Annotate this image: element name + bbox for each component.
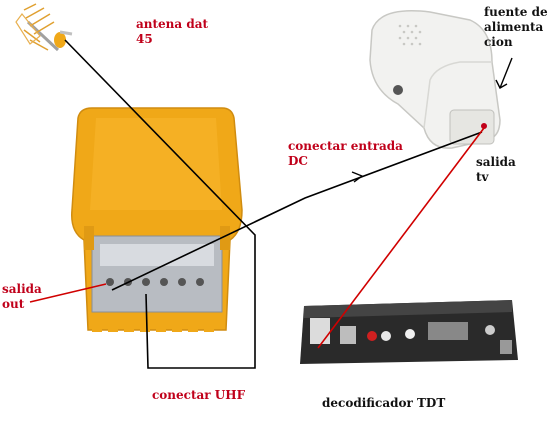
arrow-dc-input — [351, 171, 364, 183]
label-tv-output: salida tv — [476, 155, 516, 184]
antenna-icon — [15, 3, 73, 52]
wire-antenna-to-amplifier — [64, 39, 256, 369]
label-decoder: decodificador TDT — [322, 396, 446, 410]
power-supply-icon — [369, 10, 501, 149]
label-out-output: salida out — [2, 282, 42, 311]
label-dc-input: conectar entrada DC — [288, 139, 403, 168]
wire-psu-to-decoder — [317, 127, 485, 349]
wire-amplifier-to-psu — [111, 131, 483, 291]
decoder-icon — [296, 290, 522, 382]
label-power-supply: fuente de alimenta cion — [484, 5, 548, 49]
label-uhf-connect: conectar UHF — [152, 388, 246, 402]
wire-out-indicator — [29, 283, 107, 303]
label-antenna: antena dat 45 — [136, 17, 209, 46]
amplifier-icon — [71, 107, 243, 332]
arrow-to-psu — [495, 57, 513, 89]
